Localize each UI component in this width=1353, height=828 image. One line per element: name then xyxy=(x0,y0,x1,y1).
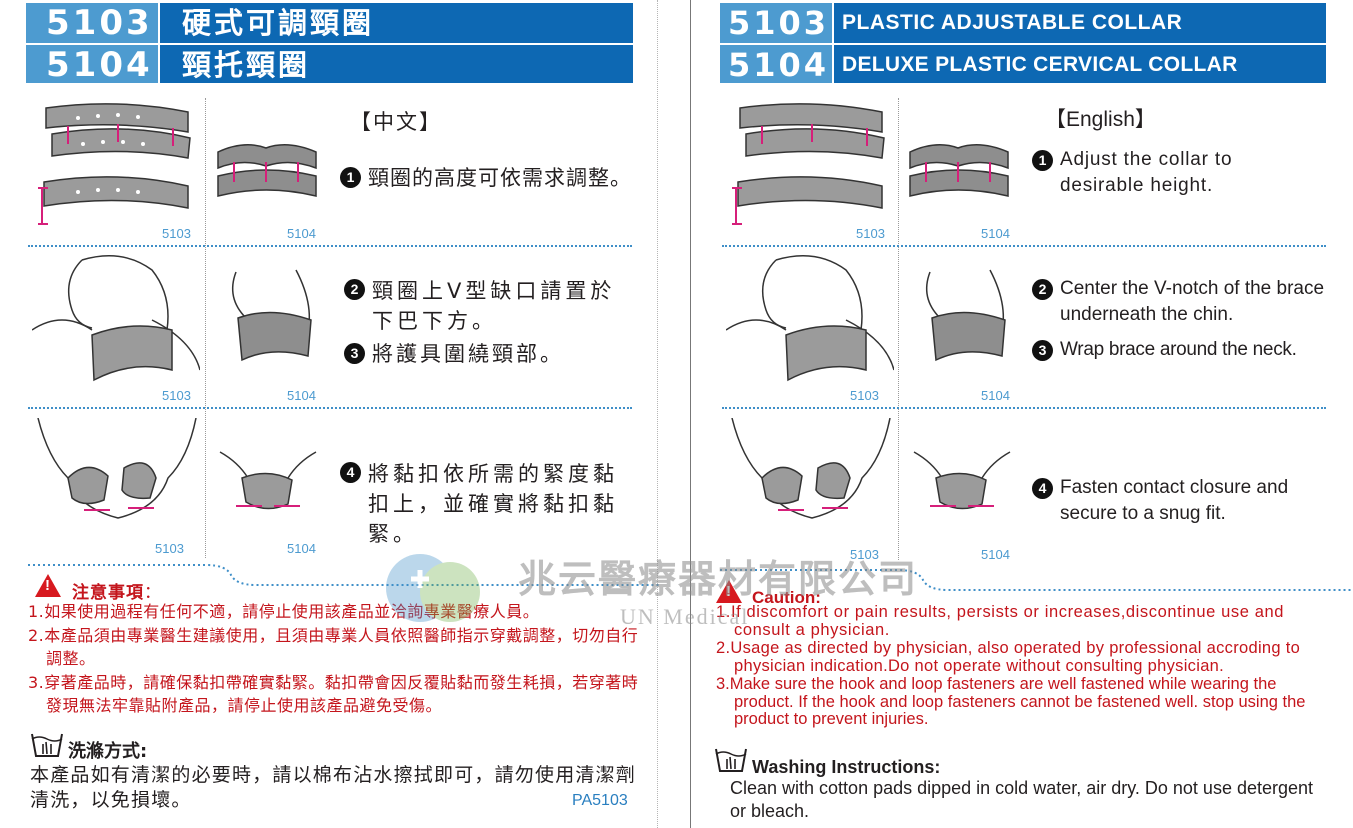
zh-step-1: 1 頸圈的高度可依需求調整。 xyxy=(340,164,640,192)
en-step-1: 1 Adjust the collar to desirable height. xyxy=(1032,147,1302,199)
en-person-wearing-5104-illustration xyxy=(925,269,1006,362)
zh-grid-divider xyxy=(205,98,206,558)
zh-caption-5103-row1: 5103 xyxy=(162,226,191,241)
zh-step-3: 3 將護具圍繞頸部。 xyxy=(344,340,629,368)
zh-row-divider-2 xyxy=(28,407,632,409)
zh-header-title-2: 頸托頸圈 xyxy=(160,43,633,83)
zh-caution-title: 注意事項： xyxy=(72,578,162,603)
zh-product-code: PA5103 xyxy=(572,792,628,809)
zh-caption-5104-row2: 5104 xyxy=(287,388,316,403)
en-caution-list: 1.If discomfort or pain results, persist… xyxy=(716,603,1328,729)
zh-caution-item-2: 2.本產品須由專業醫生建議使用，且須由專業人員依照醫師指示穿戴調整，切勿自行調整… xyxy=(28,625,639,669)
en-caution-item-3: 3.Make sure the hook and loop fasteners … xyxy=(716,675,1306,728)
en-row-divider-2 xyxy=(722,407,1326,409)
zh-row-divider-1 xyxy=(28,245,632,247)
en-caution-item-1: 1.If discomfort or pain results, persist… xyxy=(716,603,1285,639)
zh-caption-5103-row2: 5103 xyxy=(162,388,191,403)
page-center-divider xyxy=(690,0,691,828)
zh-step-4-text: 將黏扣依所需的緊度黏扣上，並確實將黏扣黏緊。 xyxy=(368,462,618,546)
zh-fastening-5104-illustration xyxy=(219,451,317,510)
en-header-title-2: DELUXE PLASTIC CERVICAL COLLAR xyxy=(834,43,1326,83)
zh-caption-5104-row3: 5104 xyxy=(287,541,316,556)
zh-header-title-1: 硬式可調頸圈 xyxy=(182,6,375,40)
en-lang-label: 【English】 xyxy=(1045,108,1156,131)
zh-step-3-number: 3 xyxy=(344,343,365,364)
collar-5104-adjust-illustration xyxy=(217,144,317,197)
en-wash-title: Washing Instructions: xyxy=(752,757,941,777)
zh-warning-icon: ! xyxy=(35,574,61,597)
en-caption-5103-row2: 5103 xyxy=(850,388,879,403)
en-caption-5104-row3: 5104 xyxy=(981,547,1010,562)
zh-wash-title: 洗滌方式: xyxy=(68,741,148,762)
zh-header-code-5103: 5103 xyxy=(46,3,153,43)
en-wash-icon xyxy=(715,748,747,772)
en-collar-5104-adjust-illustration xyxy=(909,144,1009,197)
en-step-3-text: Wrap brace around the neck. xyxy=(1060,339,1297,360)
en-step-3: 3 Wrap brace around the neck. xyxy=(1032,337,1332,363)
collar-5103-adjust-illustration xyxy=(38,103,191,225)
en-step-2: 2 Center the V-notch of the brace undern… xyxy=(1032,276,1332,328)
en-caption-5103-row3: 5103 xyxy=(850,547,879,562)
zh-step-4-number: 4 xyxy=(340,462,361,483)
zh-caution-divider xyxy=(28,564,659,586)
zh-fastening-5103-illustration xyxy=(37,418,197,519)
en-step-3-number: 3 xyxy=(1032,340,1053,361)
zh-person-wearing-5103-illustration xyxy=(32,255,200,382)
en-caution-title: Caution: xyxy=(752,588,821,607)
zh-person-wearing-5104-illustration xyxy=(231,269,312,362)
en-step-1-text: Adjust the collar to desirable height. xyxy=(1060,149,1233,196)
zh-lang-label: 【中文】 xyxy=(350,110,442,134)
en-caption-5104-row1: 5104 xyxy=(981,226,1010,241)
en-step-2-text: Center the V-notch of the brace undernea… xyxy=(1060,278,1325,325)
en-caution-divider xyxy=(720,569,1351,591)
en-row-divider-1 xyxy=(722,245,1326,247)
zh-caution-title-text: 注意事項 xyxy=(72,583,144,603)
en-fastening-5103-illustration xyxy=(731,418,891,519)
en-caption-5104-row2: 5104 xyxy=(981,388,1010,403)
en-wash-text: Clean with cotton pads dipped in cold wa… xyxy=(730,778,1314,821)
zh-step-2: 2 頸圈上V型缺口請置於下巴下方。 xyxy=(344,276,629,336)
zh-step-2-number: 2 xyxy=(344,279,365,300)
zh-header: 5103 5104 硬式可調頸圈 頸托頸圈 xyxy=(26,3,633,85)
en-step-4: 4 Fasten contact closure and secure to a… xyxy=(1032,475,1322,527)
left-page-edge xyxy=(657,0,658,828)
zh-step-1-number: 1 xyxy=(340,167,361,188)
en-step-1-number: 1 xyxy=(1032,150,1053,171)
zh-header-code-5104: 5104 xyxy=(26,43,158,85)
en-header: 5103 5104 PLASTIC ADJUSTABLE COLLAR DELU… xyxy=(720,3,1326,84)
zh-wash-text: 本產品如有清潔的必要時，請以棉布沾水擦拭即可，請勿使用清潔劑清洗，以免損壞。 xyxy=(30,764,637,811)
zh-caution-list: 1.如果使用過程有任何不適，請停止使用該產品並洽詢專業醫療人員。 2.本產品須由… xyxy=(28,600,643,718)
zh-caption-5104-row1: 5104 xyxy=(287,226,316,241)
en-header-code-5104: 5104 xyxy=(720,43,832,84)
zh-caution-colon: ： xyxy=(144,583,162,603)
en-header-title-1: PLASTIC ADJUSTABLE COLLAR xyxy=(842,11,1183,34)
en-caption-5103-row1: 5103 xyxy=(856,226,885,241)
watermark-english-name: UN Medical xyxy=(620,604,750,629)
watermark-logo xyxy=(386,554,480,622)
en-person-wearing-5103-illustration xyxy=(726,255,894,382)
watermark-company-name: 兆云醫療器材有限公司 xyxy=(518,556,919,601)
en-step-4-text: Fasten contact closure and secure to a s… xyxy=(1060,477,1289,524)
zh-caution-item-1: 1.如果使用過程有任何不適，請停止使用該產品並洽詢專業醫療人員。 xyxy=(28,602,540,621)
en-warning-icon: ! xyxy=(716,580,742,603)
zh-step-4: 4 將黏扣依所需的緊度黏扣上，並確實將黏扣黏緊。 xyxy=(340,459,630,549)
zh-step-1-text: 頸圈的高度可依需求調整。 xyxy=(368,166,632,190)
zh-step-2-text: 頸圈上V型缺口請置於下巴下方。 xyxy=(372,279,616,333)
en-step-4-number: 4 xyxy=(1032,478,1053,499)
en-grid-divider xyxy=(898,98,899,560)
en-header-code-5103: 5103 xyxy=(728,4,830,42)
en-collar-5103-adjust-illustration xyxy=(732,103,885,225)
wash-icon xyxy=(31,733,63,757)
en-caution-item-2: 2.Usage as directed by physician, also o… xyxy=(716,639,1301,675)
zh-caution-item-3: 3.穿著產品時，請確保黏扣帶確實黏緊。黏扣帶會因反覆貼黏而發生耗損，若穿著時發現… xyxy=(28,672,639,716)
en-fastening-5104-illustration xyxy=(913,451,1011,510)
zh-step-3-text: 將護具圍繞頸部。 xyxy=(372,342,564,366)
en-step-2-number: 2 xyxy=(1032,279,1053,300)
zh-caption-5103-row3: 5103 xyxy=(155,541,184,556)
